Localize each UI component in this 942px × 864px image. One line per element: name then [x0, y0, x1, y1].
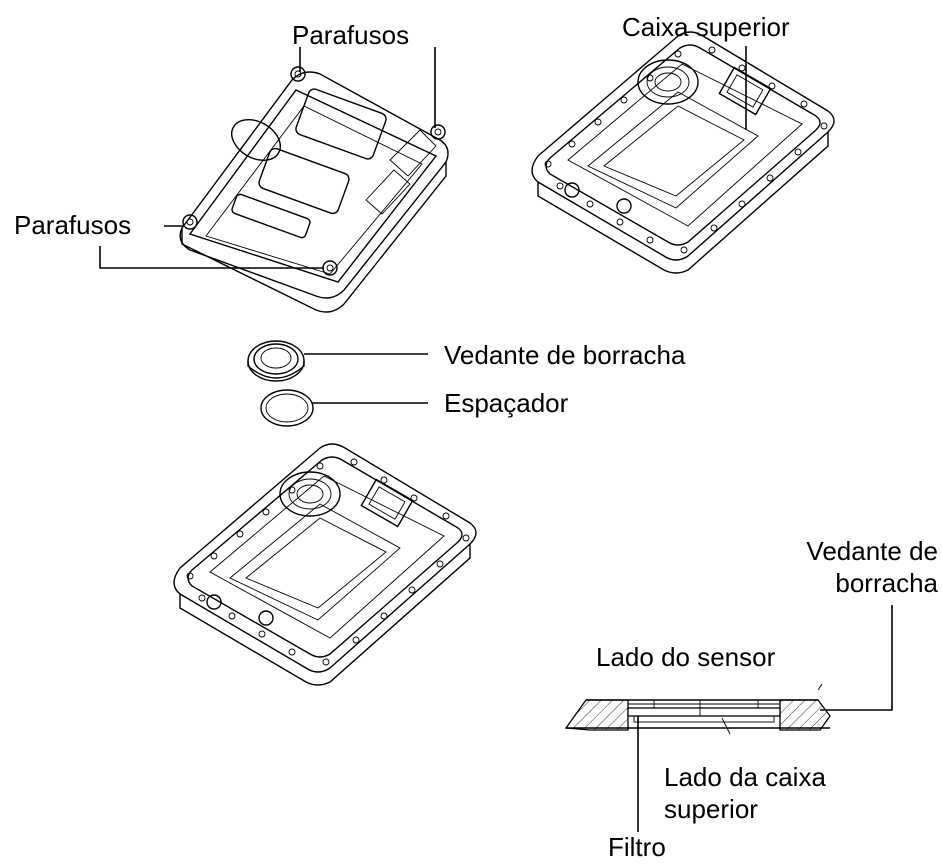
seal-detail-label-1: Vedante de [806, 536, 938, 566]
rubber-seal-drawing [247, 340, 305, 382]
case-side-label-1: Lado da caixa [664, 762, 826, 792]
rubber-seal-label: Vedante de borracha [444, 340, 686, 370]
upper-case-label: Caixa superior [622, 12, 790, 42]
sensor-side-label: Lado do sensor [596, 642, 776, 672]
lower-case-drawing [173, 443, 477, 686]
upper-case-drawing [531, 31, 835, 274]
filter-label: Filtro [608, 832, 666, 862]
spacer-drawing [260, 389, 314, 427]
screws-top-label: Parafusos [292, 20, 410, 50]
leader-lines [99, 46, 893, 832]
seal-detail-label-2: borracha [835, 568, 938, 598]
closed-camera-drawing [179, 66, 449, 313]
case-side-label-2: superior [664, 794, 758, 824]
screws-left-label: Parafusos [14, 210, 132, 240]
spacer-label: Espaçador [444, 388, 569, 418]
seal-section-drawing [564, 683, 831, 735]
